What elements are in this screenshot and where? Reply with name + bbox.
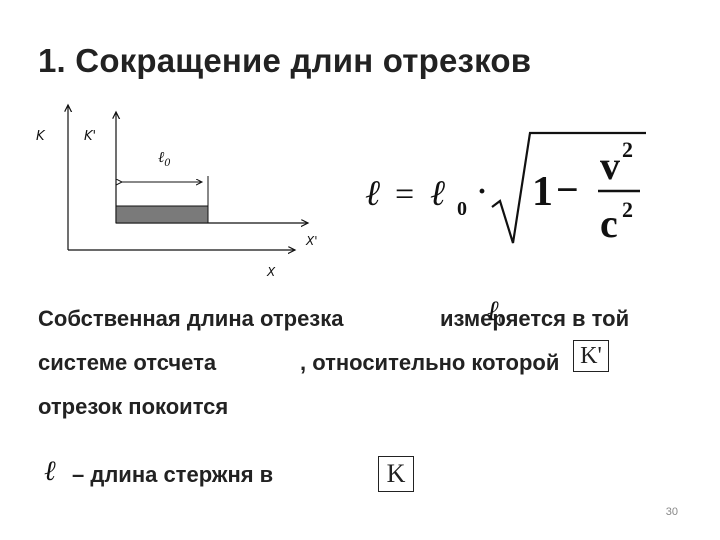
rod-length-label: ℓ0	[158, 148, 171, 169]
square-root-sign	[491, 131, 646, 244]
x-prime-axis-label: X'	[305, 234, 318, 248]
text-line1-part2: измеряется в той	[440, 306, 630, 331]
rod	[115, 205, 209, 224]
proper-length-subscript: 0	[498, 312, 506, 327]
formula-denominator-power: 2	[622, 197, 633, 222]
formula-denominator: c	[600, 201, 618, 246]
x-axis-label: X	[266, 265, 276, 279]
formula-rhs-ell: ℓ	[430, 173, 445, 214]
formula-equals: =	[395, 176, 414, 213]
proper-length-ell: ℓ	[487, 294, 499, 327]
slide-number: 30	[665, 506, 678, 518]
formula-numerator: v	[600, 143, 620, 188]
text-line3: отрезок покоится	[38, 394, 229, 419]
text-line1-part1: Собственная длина отрезка	[38, 306, 344, 331]
length-contraction-formula: ℓ = ℓ 0 · 1 − v 2 c 2	[365, 131, 646, 246]
frame-k-prime-label: K'	[84, 129, 96, 144]
text-line2-part2: , относительно которой	[300, 350, 560, 375]
text-line2-part1: системе отсчета	[38, 350, 217, 375]
text-line4: – длина стержня в	[72, 462, 274, 487]
slide-title: 1. Сокращение длин отрезков	[38, 42, 532, 79]
formula-minus: −	[556, 167, 579, 212]
frame-k-box: K	[378, 456, 414, 492]
reference-frames-diagram: ℓ0 K K' X' X	[36, 100, 318, 279]
formula-rhs-subscript: 0	[457, 198, 467, 220]
frame-k-prime-box: K'	[573, 340, 609, 372]
formula-numerator-power: 2	[622, 137, 633, 162]
formula-dot: ·	[477, 175, 487, 208]
formula-one: 1	[532, 169, 553, 215]
frame-k-label: K	[36, 129, 46, 144]
formula-lhs-ell: ℓ	[365, 173, 380, 214]
ell-symbol: ℓ	[44, 454, 56, 487]
proper-length-symbol: ℓ0	[487, 294, 505, 328]
